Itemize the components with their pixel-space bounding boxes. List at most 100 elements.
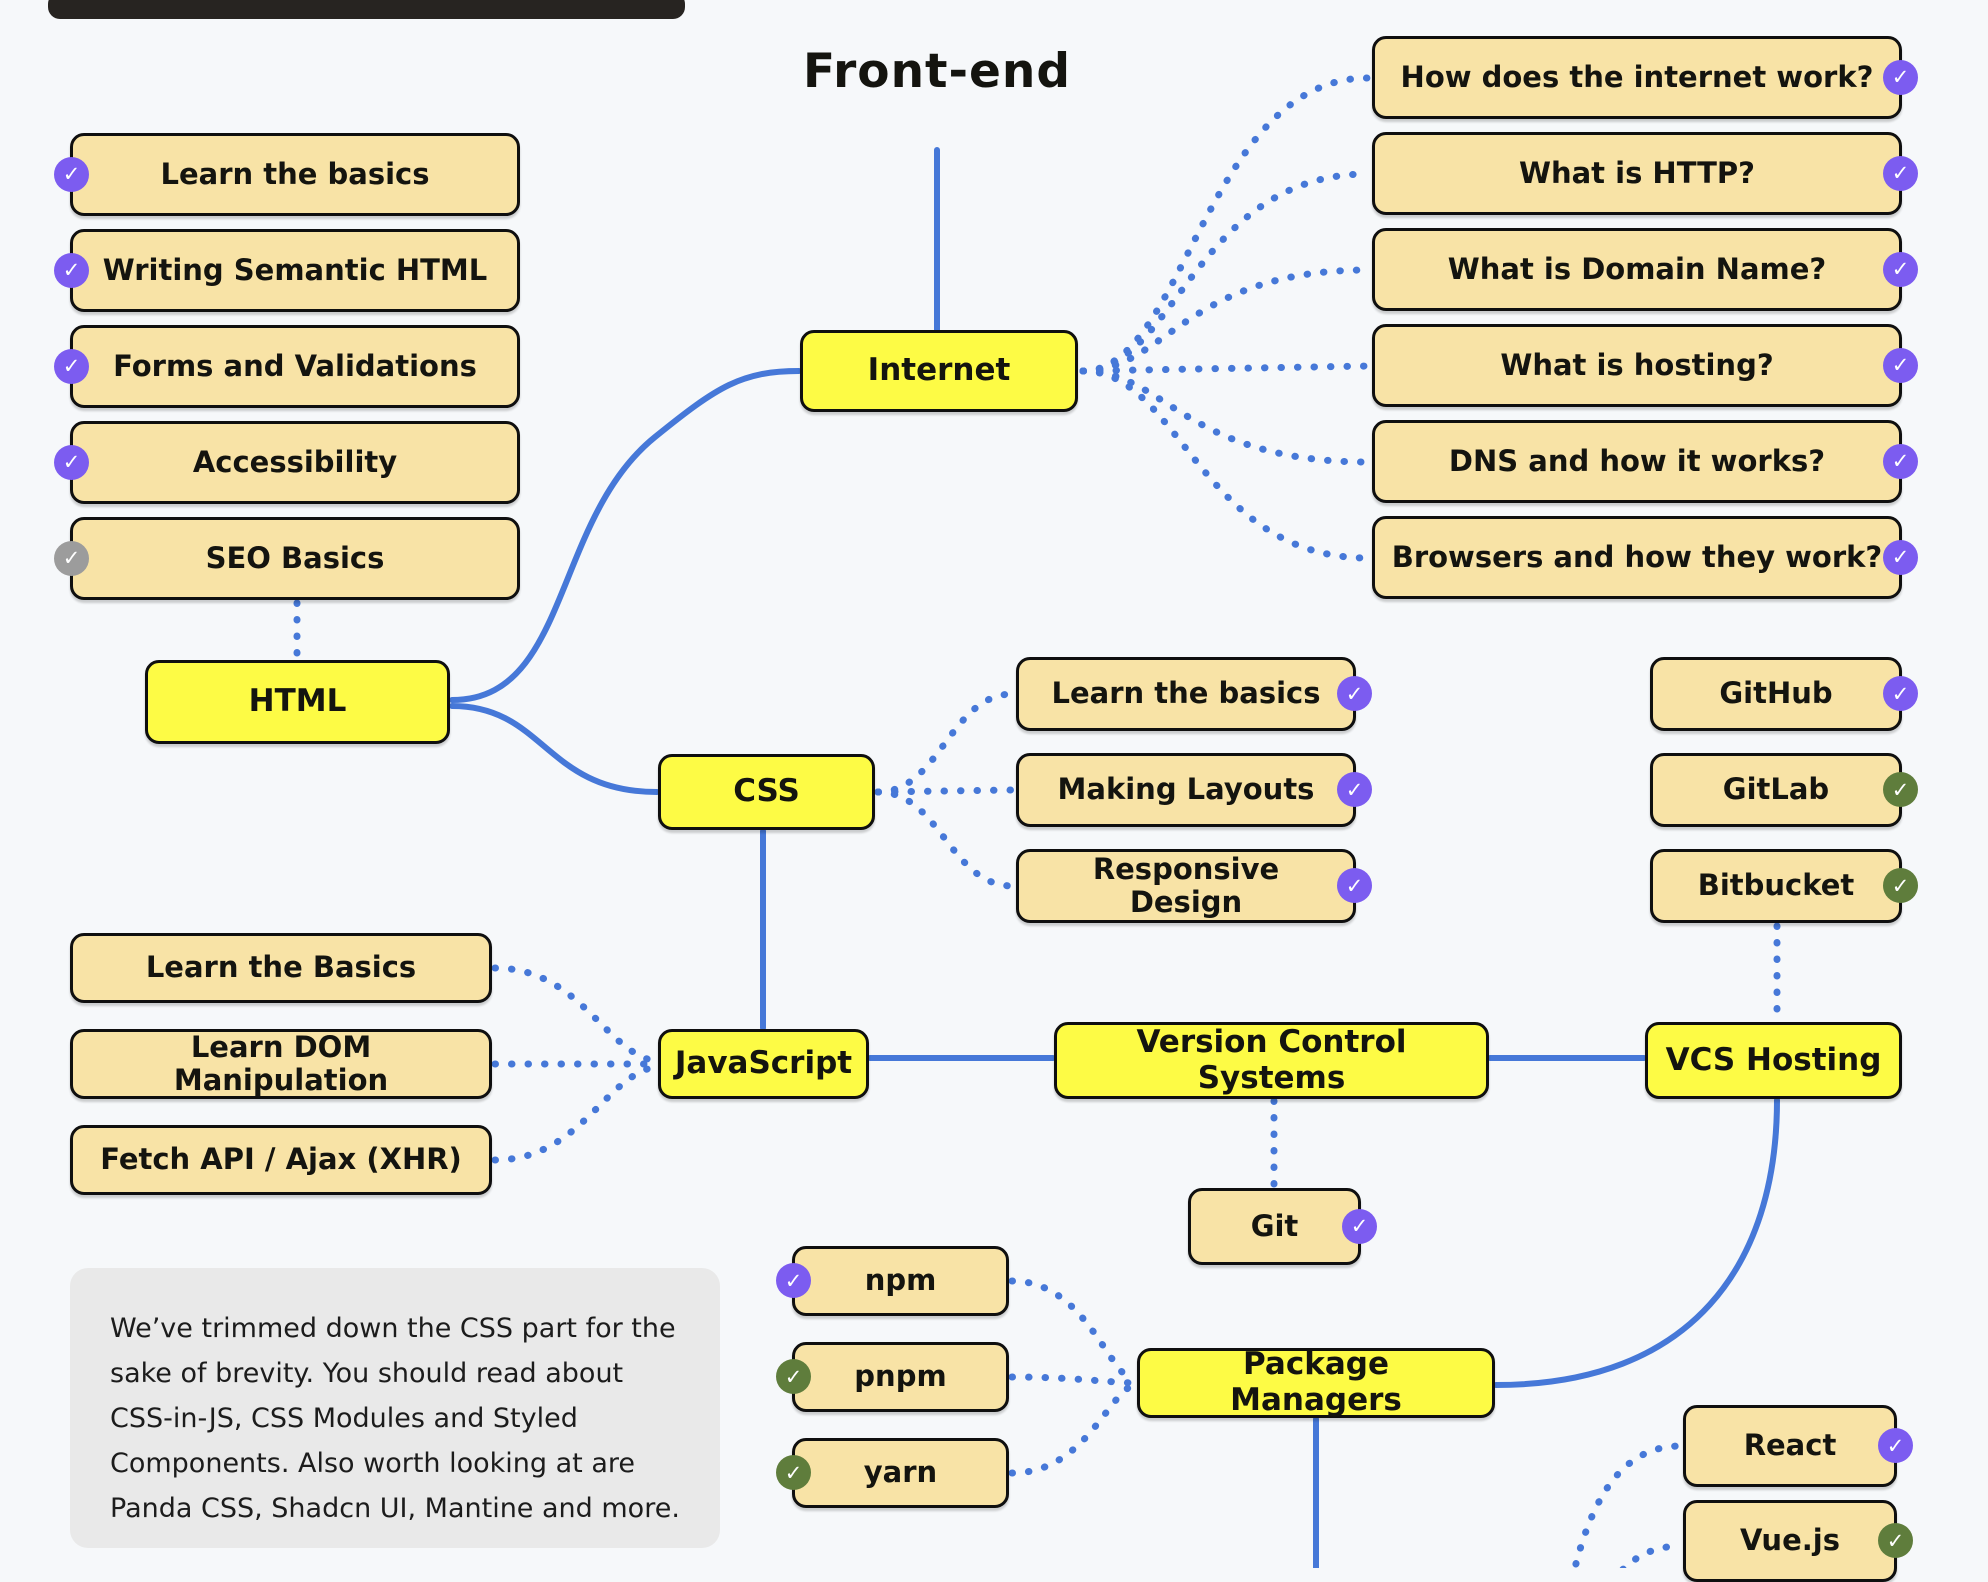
note-line-5: Panda CSS, Shadcn UI, Mantine and more. <box>110 1493 680 1524</box>
check-icon[interactable]: ✓ <box>1883 772 1918 807</box>
edge-internet-4 <box>1079 362 1372 375</box>
node-fetch-api-ajax-xhr[interactable]: Fetch API / Ajax (XHR) <box>70 1125 492 1195</box>
node-label-git: Git <box>1250 1208 1299 1243</box>
check-icon[interactable]: ✓ <box>1337 868 1372 903</box>
node-git[interactable]: Git ✓ <box>1188 1188 1377 1265</box>
check-icon[interactable]: ✓ <box>1883 539 1918 575</box>
check-icon[interactable]: ✓ <box>1878 1523 1913 1558</box>
page-title: Front-end <box>803 44 1071 99</box>
node-pnpm[interactable]: pnpm✓ <box>776 1342 1009 1412</box>
solid-edges <box>449 147 1780 1568</box>
node-package-managers[interactable]: Package Managers <box>1137 1346 1495 1418</box>
node-gitlab[interactable]: GitLab✓ <box>1650 753 1918 827</box>
top-black-bar <box>48 0 685 19</box>
node-label-writing-semantic-html: Writing Semantic HTML <box>102 252 488 287</box>
node-label-version-control-systems: Version Control Systems <box>1136 1023 1407 1096</box>
edge-vcshosting-packagemanagers <box>1493 1097 1780 1388</box>
check-icon[interactable]: ✓ <box>1883 251 1918 287</box>
check-icon[interactable]: ✓ <box>1883 868 1918 903</box>
node-label-bitbucket: Bitbucket <box>1697 868 1855 903</box>
node-label-accessibility: Accessibility <box>192 444 398 479</box>
node-dns-and-how-it-works[interactable]: DNS and how it works?✓ <box>1372 420 1918 503</box>
node-yarn[interactable]: yarn✓ <box>776 1438 1009 1508</box>
node-label-making-layouts: Making Layouts <box>1057 772 1315 807</box>
edge-js-sub-3 <box>491 1063 659 1164</box>
check-icon[interactable]: ✓ <box>1342 1208 1377 1244</box>
node-label-js-learn-the-basics: Learn the Basics <box>145 950 417 985</box>
node-responsive-design[interactable]: Responsive Design✓ <box>1016 849 1372 923</box>
node-react[interactable]: React ✓ <box>1683 1405 1913 1487</box>
node-browsers-and-how-they-work[interactable]: Browsers and how they work?✓ <box>1372 516 1918 599</box>
node-label-how-does-internet-work: How does the internet work? <box>1400 59 1874 94</box>
note-line-2: sake of brevity. You should read about <box>110 1358 624 1389</box>
node-vuejs[interactable]: Vue.js ✓ <box>1683 1500 1913 1582</box>
edge-internet-5 <box>1079 367 1372 466</box>
node-what-is-http[interactable]: What is HTTP? ✓ <box>1372 132 1918 215</box>
check-icon[interactable]: ✓ <box>54 444 89 480</box>
node-label-what-is-hosting: What is hosting? <box>1500 347 1774 382</box>
node-css[interactable]: CSS <box>658 754 875 830</box>
node-label-package-managers: Package Managers <box>1230 1346 1402 1418</box>
node-how-does-internet-work[interactable]: How does the internet work? ✓ <box>1372 36 1918 119</box>
check-icon[interactable]: ✓ <box>1883 443 1918 479</box>
edge-css-sub-3 <box>874 788 1017 890</box>
node-npm[interactable]: npm ✓ <box>776 1246 1009 1316</box>
node-label-vcs-hosting: VCS Hosting <box>1665 1041 1882 1078</box>
edge-internet-2 <box>1079 170 1372 375</box>
edge-css-sub-1 <box>874 690 1017 796</box>
node-label-what-is-http: What is HTTP? <box>1518 155 1756 190</box>
edge-internet-3 <box>1079 266 1372 375</box>
check-icon[interactable]: ✓ <box>776 1359 811 1394</box>
node-label-html: HTML <box>248 683 347 720</box>
check-icon[interactable]: ✓ <box>1883 155 1918 191</box>
node-bitbucket[interactable]: Bitbucket ✓ <box>1650 849 1918 923</box>
node-label-vuejs: Vue.js <box>1740 1523 1840 1558</box>
check-icon[interactable]: ✓ <box>1337 772 1372 807</box>
check-icon[interactable]: ✓ <box>776 1455 811 1490</box>
node-writing-semantic-html[interactable]: Writing Semantic HTML ✓ <box>54 229 520 312</box>
node-label-npm: npm <box>864 1263 937 1298</box>
node-javascript[interactable]: JavaScript <box>658 1029 869 1099</box>
node-version-control-systems[interactable]: Version Control Systems <box>1054 1022 1489 1099</box>
edge-js-sub-1 <box>491 964 659 1065</box>
node-github[interactable]: GitHub ✓ <box>1650 657 1918 731</box>
edge-framework-vue <box>1619 1542 1685 1568</box>
check-icon[interactable]: ✓ <box>1883 59 1918 95</box>
check-icon[interactable]: ✓ <box>1878 1428 1913 1463</box>
check-icon[interactable]: ✓ <box>776 1263 811 1298</box>
check-icon[interactable]: ✓ <box>1337 676 1372 711</box>
node-label-react: React <box>1743 1428 1837 1463</box>
node-css-learn-the-basics[interactable]: Learn the basics ✓ <box>1016 657 1372 731</box>
node-html[interactable]: HTML <box>145 660 450 744</box>
check-icon[interactable]: ✓ <box>54 156 89 192</box>
node-what-is-domain-name[interactable]: What is Domain Name?✓ <box>1372 228 1918 311</box>
node-js-learn-the-basics[interactable]: Learn the Basics <box>70 933 492 1003</box>
check-icon[interactable]: ✓ <box>1883 347 1918 383</box>
node-label-fetch-api-ajax-xhr: Fetch API / Ajax (XHR) <box>100 1142 462 1177</box>
node-making-layouts[interactable]: Making Layouts ✓ <box>1016 753 1372 827</box>
node-learn-dom-manipulation[interactable]: Learn DOM Manipulation <box>70 1029 492 1099</box>
check-icon[interactable]: ✓ <box>54 252 89 288</box>
edge-html-internet <box>449 368 802 703</box>
node-what-is-hosting[interactable]: What is hosting? ✓ <box>1372 324 1918 407</box>
node-internet[interactable]: Internet <box>800 330 1078 412</box>
node-learn-the-basics-html[interactable]: Learn the basics✓ <box>54 133 520 216</box>
check-icon[interactable]: ✓ <box>1883 676 1918 711</box>
edge-framework-react <box>1571 1442 1685 1568</box>
node-label-learn-dom-manipulation: Learn DOM Manipulation <box>173 1029 389 1097</box>
edge-pnpm-pm <box>1008 1373 1138 1387</box>
check-icon[interactable]: ✓ <box>54 540 89 576</box>
edge-yarn-pm <box>1008 1381 1138 1477</box>
node-accessibility[interactable]: Accessibility ✓ <box>54 421 520 504</box>
node-vcs-hosting[interactable]: VCS Hosting <box>1645 1022 1902 1099</box>
edge-html-css <box>449 703 660 795</box>
node-label-github: GitHub <box>1719 676 1833 711</box>
check-icon[interactable]: ✓ <box>54 348 89 384</box>
node-label-css-learn-the-basics: Learn the basics <box>1051 676 1321 711</box>
node-seo-basics[interactable]: SEO Basics✓ <box>54 517 520 600</box>
node-forms-and-validations[interactable]: Forms and Validations✓ <box>54 325 520 408</box>
edge-internet-1 <box>1079 74 1372 375</box>
